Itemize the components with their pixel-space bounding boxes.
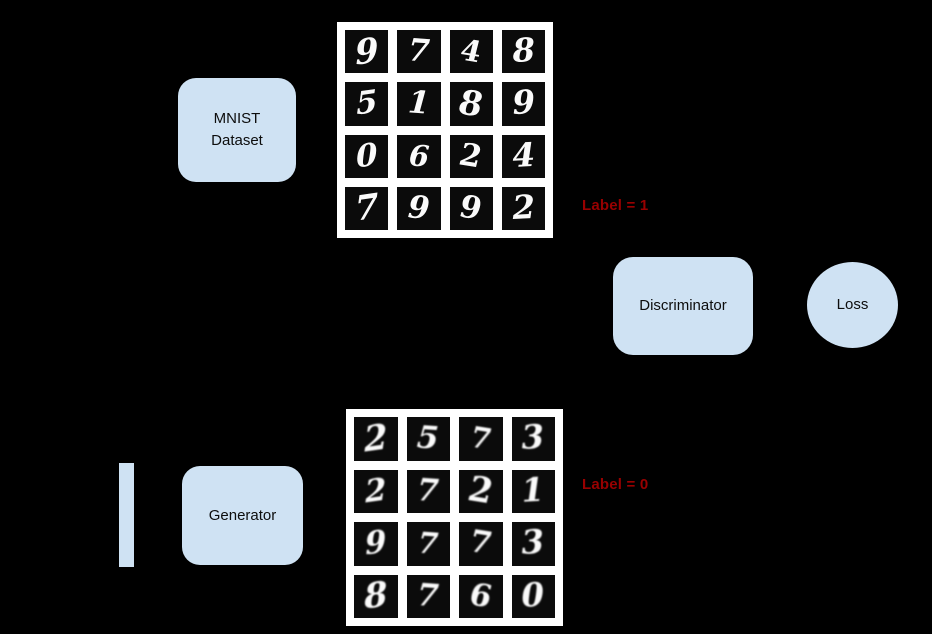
generated-digit-cell: 2 [459,469,503,514]
mnist-digit-cell: 9 [397,186,441,230]
mnist-digit-cell: 5 [345,82,389,126]
digit-glyph: 3 [520,523,546,563]
digit-glyph: 2 [511,188,536,228]
digit-glyph: 4 [511,136,536,176]
mnist-digit-cell: 6 [397,134,441,178]
generated-digit-cell: 8 [354,574,398,618]
mnist-digit-cell: 2 [449,134,493,178]
mnist-digit-cell: 4 [449,30,493,74]
digit-glyph: 7 [469,523,493,564]
generated-digit-cell: 7 [459,417,503,461]
generated-digit-cell: 7 [406,522,450,566]
mnist-digit-cell: 7 [397,30,441,74]
digit-glyph: 2 [467,469,494,514]
mnist-dataset-label-line2: Dataset [211,132,263,149]
digit-glyph: 2 [459,135,483,176]
generator-label: Generator [208,506,277,524]
generator-node: Generator [182,466,303,565]
mnist-digit-cell: 2 [501,186,545,230]
digit-glyph: 9 [459,188,483,228]
digit-glyph: 4 [460,32,483,70]
digit-glyph: 8 [362,574,389,618]
digit-glyph: 7 [406,32,431,70]
digit-glyph: 7 [416,472,441,510]
generated-digit-cell: 2 [354,417,398,461]
generated-digit-cell: 5 [406,417,450,461]
mnist-digit-cell: 9 [449,186,493,230]
digit-glyph: 2 [364,471,388,511]
digit-glyph: 5 [354,83,379,123]
mnist-digit-cell: 1 [397,82,441,126]
real-samples-grid: 9 7 4 8 5 1 8 9 0 6 2 4 7 9 9 2 [337,22,553,238]
digit-glyph: 9 [406,189,431,227]
digit-glyph: 6 [407,137,431,174]
discriminator-label: Discriminator [639,297,727,314]
digit-glyph: 9 [511,83,536,123]
digit-glyph: 8 [511,31,536,71]
mnist-dataset-label-line1: MNIST [213,110,261,127]
mnist-digit-cell: 8 [449,82,493,126]
digit-glyph: 8 [458,82,484,126]
digit-glyph: 1 [406,84,431,123]
digit-glyph: 7 [417,525,440,561]
mnist-digit-cell: 0 [345,134,389,178]
digit-glyph: 9 [364,523,388,563]
mnist-digit-cell: 9 [501,82,545,126]
digit-glyph: 3 [520,418,546,458]
mnist-digit-cell: 8 [501,30,545,74]
digit-glyph: 7 [353,186,380,230]
mnist-digit-cell: 7 [345,186,389,230]
generated-digit-cell: 0 [511,574,555,618]
generated-digit-cell: 3 [511,417,555,461]
generated-digit-cell: 6 [459,574,503,618]
loss-node: Loss [807,262,898,348]
generated-digit-cell: 3 [511,522,555,566]
fake-label-annotation: Label = 0 [582,476,649,493]
digit-glyph: 2 [362,417,389,461]
digit-glyph: 0 [354,136,379,176]
mnist-digit-cell: 9 [345,30,389,74]
generated-digit-cell: 2 [354,469,398,513]
generated-samples-grid: 2 5 7 3 2 7 2 1 9 7 7 3 8 7 6 0 [346,409,563,626]
digit-glyph: 0 [520,576,546,616]
digit-glyph: 5 [416,419,441,457]
loss-label: Loss [836,296,869,313]
digit-glyph: 9 [353,30,380,74]
discriminator-node: Discriminator [613,257,753,355]
generated-digit-cell: 7 [459,522,503,566]
digit-glyph: 6 [469,575,493,616]
generated-digit-cell: 9 [354,522,398,566]
generated-digit-cell: 7 [406,574,450,618]
mnist-dataset-node: MNIST Dataset [178,78,296,182]
noise-vector-bar [119,463,134,567]
mnist-digit-cell: 4 [501,134,545,178]
generated-digit-cell: 7 [406,469,450,513]
generated-digit-cell: 1 [511,469,555,513]
digit-glyph: 1 [520,471,546,511]
digit-glyph: 7 [416,577,441,615]
digit-glyph: 7 [469,419,492,457]
real-label-annotation: Label = 1 [582,197,649,214]
